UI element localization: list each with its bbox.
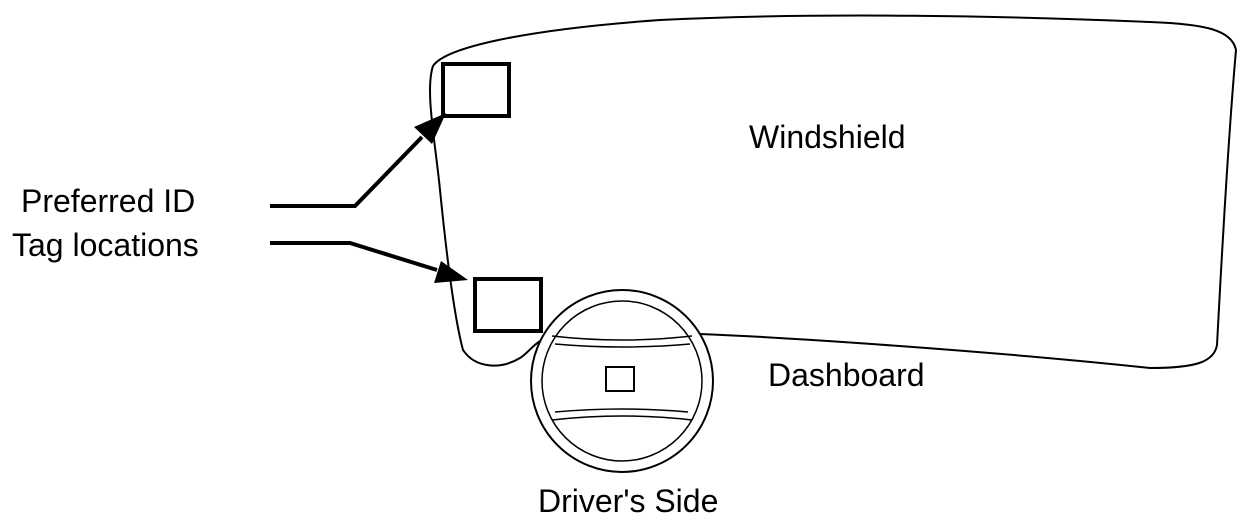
preferred-id-label: Preferred ID	[21, 183, 195, 219]
leader-arrow-upper	[270, 113, 446, 208]
tag-location-upper	[441, 62, 511, 118]
windshield-label: Windshield	[749, 119, 906, 155]
drivers-side-label: Driver's Side	[538, 483, 718, 519]
leader-arrow-lower	[270, 241, 468, 283]
steering-wheel-hub	[605, 366, 635, 392]
steering-wheel	[530, 289, 714, 473]
windshield-outline	[429, 14, 1237, 369]
tag-location-lower	[473, 277, 543, 333]
tag-locations-label: Tag locations	[12, 227, 199, 263]
dashboard-label: Dashboard	[768, 357, 925, 393]
